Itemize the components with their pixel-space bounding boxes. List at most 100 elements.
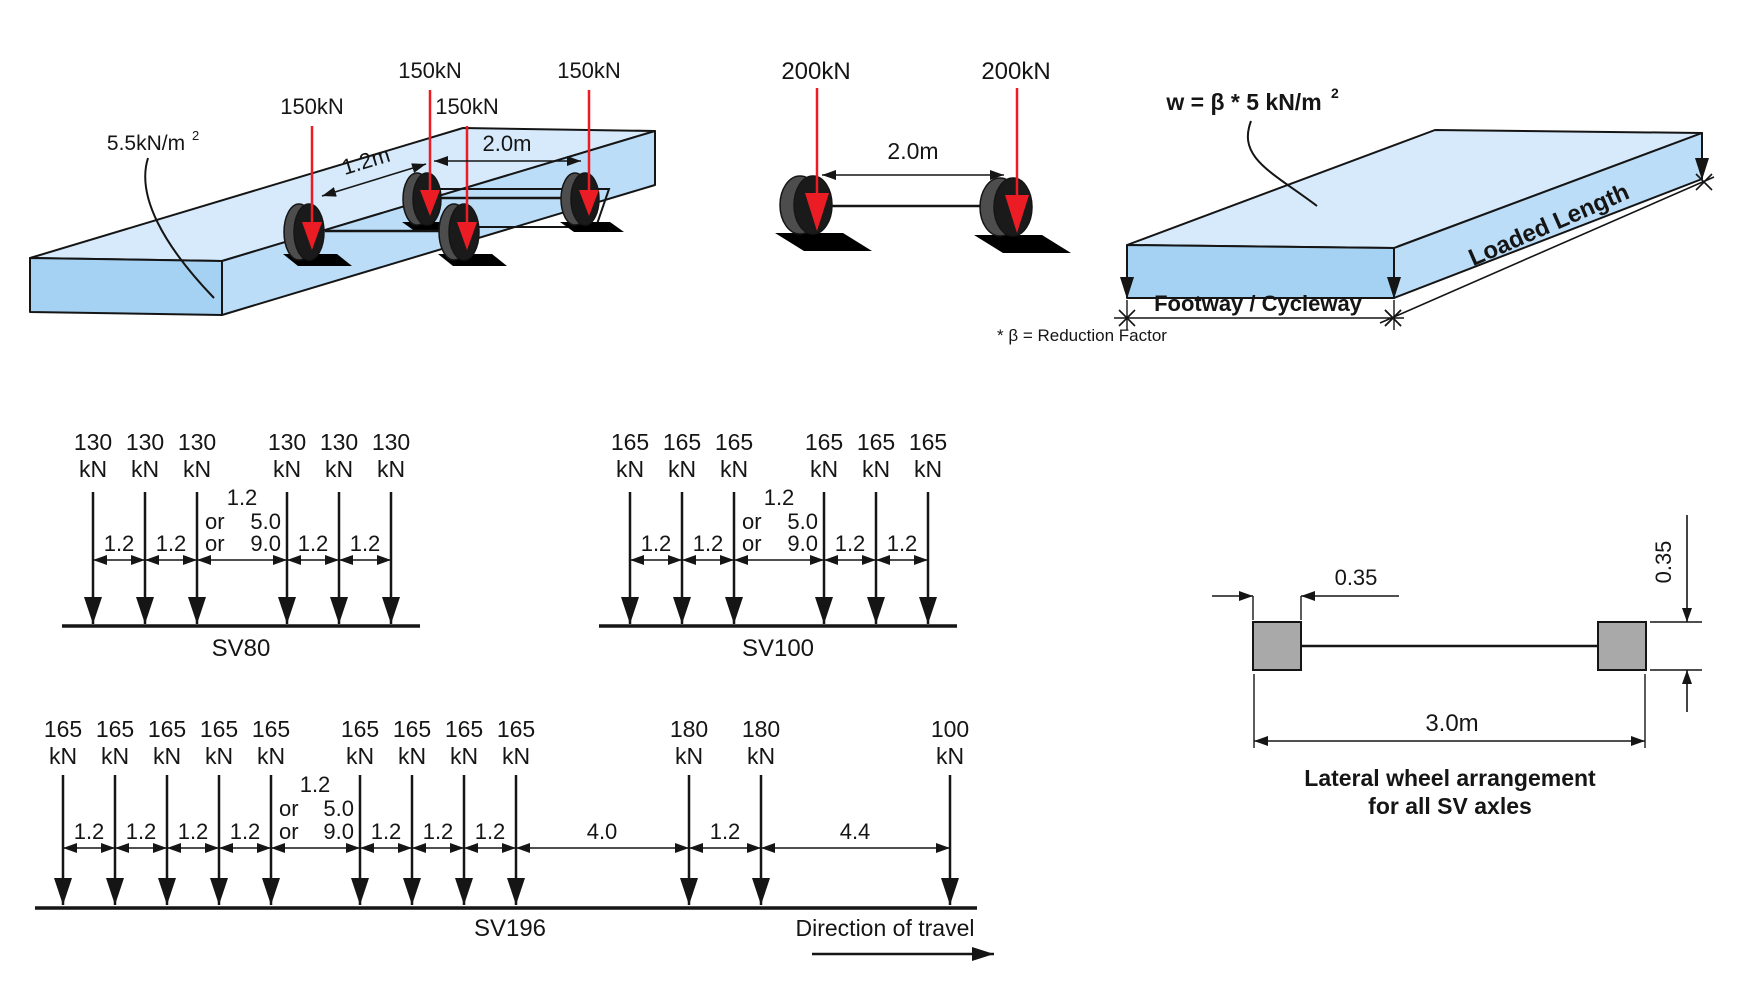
axle-load-value: 180	[670, 716, 708, 742]
wheel-shadow	[775, 233, 872, 251]
footway-formula: w = β * 5 kN/m	[1165, 89, 1321, 115]
variable-spacing-or: or	[205, 531, 225, 556]
vehicle-name: SV100	[742, 635, 814, 662]
axle-load-unit: kN	[131, 456, 159, 482]
spacing-label: 1.2	[423, 819, 454, 844]
wheel-load-label: 150kN	[280, 94, 344, 119]
wheel-square	[1597, 621, 1647, 671]
dim-tick	[1118, 309, 1136, 327]
variable-spacing-option: 1.2	[227, 485, 258, 510]
spacing-label: 1.2	[835, 531, 866, 556]
wheel-shadow	[974, 235, 1071, 253]
axle-load-unit: kN	[810, 456, 838, 482]
spacing-label: 1.2	[371, 819, 402, 844]
load-arrowhead	[579, 190, 599, 216]
variable-spacing-or: or	[742, 531, 762, 556]
axle-load-value: 180	[742, 716, 780, 742]
spacing-label: 1.2	[350, 531, 381, 556]
edge-load-arrowhead	[1120, 277, 1134, 299]
dim-line-loaded-length	[1379, 176, 1715, 324]
variable-spacing-option: 1.2	[764, 485, 795, 510]
variable-spacing-option: 9.0	[787, 531, 818, 556]
axle-load-unit: kN	[377, 456, 405, 482]
spacing-label: 1.2	[156, 531, 187, 556]
axle-load-unit: kN	[398, 743, 426, 769]
spacing-label: 1.2	[298, 531, 329, 556]
axle-load-unit: kN	[720, 456, 748, 482]
vehicle-name: SV196	[474, 915, 546, 942]
axle-load-value: 165	[252, 716, 290, 742]
axle-load-value: 130	[178, 429, 216, 455]
spacing-label: 1.2	[710, 819, 741, 844]
axle-load-value: 165	[909, 429, 947, 455]
dim-tick	[1384, 309, 1402, 327]
axle-load-value: 130	[320, 429, 358, 455]
axle-load-value: 165	[611, 429, 649, 455]
spacing-label: 4.0	[587, 819, 618, 844]
axle-load-unit: kN	[914, 456, 942, 482]
axle-load-value: 165	[663, 429, 701, 455]
load-arrowhead	[805, 193, 829, 231]
spacing-label: 1.2	[230, 819, 261, 844]
variable-spacing-option: 1.2	[300, 772, 331, 797]
footway-formula-sup: 2	[1331, 85, 1339, 101]
axle-load-value: 100	[931, 716, 969, 742]
variable-spacing-or: or	[742, 509, 762, 534]
variable-spacing-option: 5.0	[250, 509, 281, 534]
spacing-label: 1.2	[693, 531, 724, 556]
footway-deck-label: Footway / Cycleway	[1154, 291, 1363, 316]
load-arrowhead	[302, 222, 322, 250]
dim-label-wheel-width: 0.35	[1335, 565, 1378, 590]
axle-load-unit: kN	[668, 456, 696, 482]
spacing-label: 4.4	[840, 819, 871, 844]
axle-load-unit: kN	[101, 743, 129, 769]
spacing-label: 1.2	[475, 819, 506, 844]
axle-load-value: 130	[268, 429, 306, 455]
footway-diagram: w = β * 5 kN/m 2 Footway / Cycleway Load…	[997, 85, 1715, 345]
axle-load-value: 165	[148, 716, 186, 742]
formula-leader-line	[1246, 120, 1318, 207]
spacing-label: 1.2	[178, 819, 209, 844]
vehicle-name: SV80	[212, 635, 271, 662]
spacing-label: 1.2	[641, 531, 672, 556]
slab-front-face	[29, 257, 223, 316]
axle-load-unit: kN	[49, 743, 77, 769]
axle-load-unit: kN	[183, 456, 211, 482]
axle-load-value: 165	[44, 716, 82, 742]
axle-load-value: 130	[126, 429, 164, 455]
axle-load-label: 200kN	[781, 58, 850, 85]
wheel-arrangement-caption-line1: Lateral wheel arrangement	[1304, 765, 1596, 791]
variable-spacing-option: 5.0	[323, 796, 354, 821]
axle-load-unit: kN	[153, 743, 181, 769]
axle-load-value: 165	[96, 716, 134, 742]
axle-load-unit: kN	[450, 743, 478, 769]
wheel-load-label: 150kN	[557, 58, 621, 83]
wheel-load-label: 150kN	[398, 58, 462, 83]
axle-load-value: 165	[200, 716, 238, 742]
sv196-diagram: 165 kN 165 kN 165 kN 165 kN 165 kN 165 k…	[35, 716, 994, 961]
wheel-square	[1252, 621, 1302, 671]
variable-spacing-option: 9.0	[250, 531, 281, 556]
udl-label-sup: 2	[192, 128, 199, 143]
axle-load-value: 165	[857, 429, 895, 455]
axle-load-value: 165	[341, 716, 379, 742]
axle-load-arrow	[805, 88, 1029, 233]
dim-label-wheel-spacing: 3.0m	[1425, 710, 1478, 737]
variable-spacing-or: or	[205, 509, 225, 534]
axle-load-value: 130	[372, 429, 410, 455]
axle-load-unit: kN	[205, 743, 233, 769]
axle-load-unit: kN	[747, 743, 775, 769]
variable-spacing-or: or	[279, 796, 299, 821]
udl-vehicle-diagram: 5.5kN/m 2 150kN 150kN 150kN 150kN 1.2m 2…	[29, 58, 656, 316]
variable-spacing-or: or	[279, 819, 299, 844]
axle-load-unit: kN	[325, 456, 353, 482]
direction-of-travel-label: Direction of travel	[796, 915, 975, 941]
spacing-label: 1.2	[104, 531, 135, 556]
dim-line-axle-spacing	[321, 163, 427, 197]
variable-spacing-option: 5.0	[787, 509, 818, 534]
load-arrowhead	[1005, 195, 1029, 233]
reduction-factor-note: * β = Reduction Factor	[997, 326, 1167, 345]
axle-load-unit: kN	[257, 743, 285, 769]
